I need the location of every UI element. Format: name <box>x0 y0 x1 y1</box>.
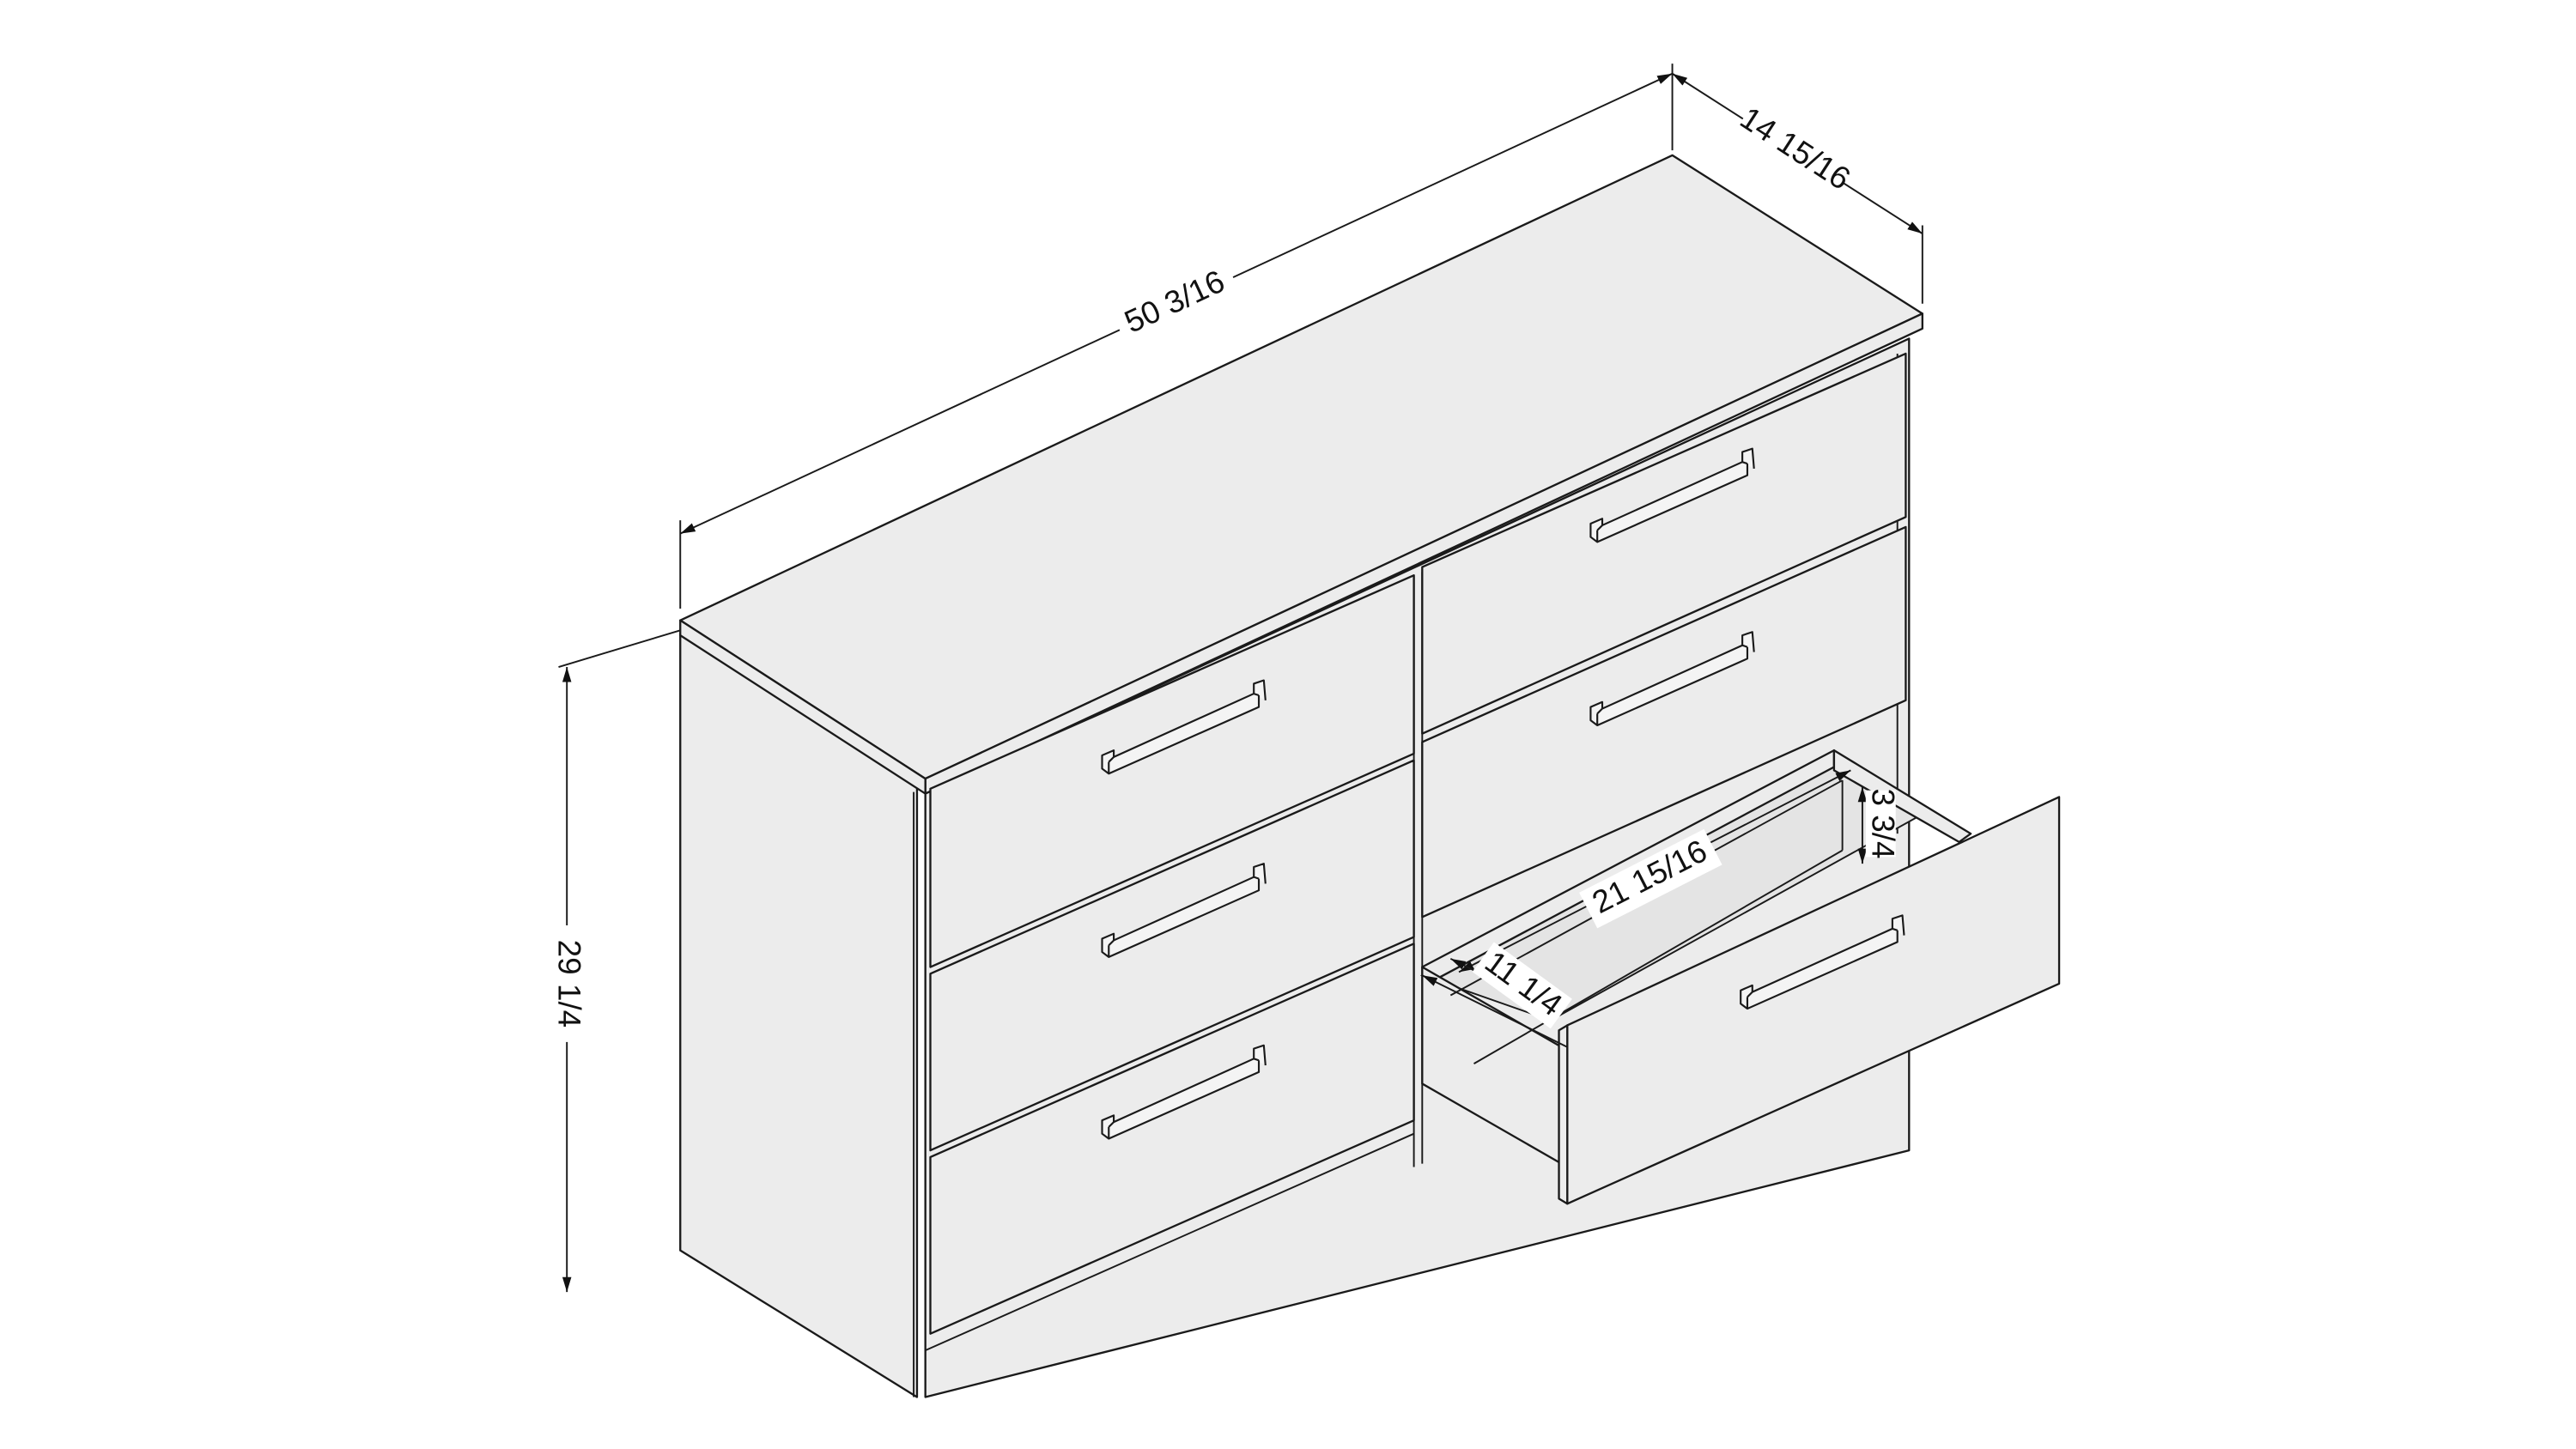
open-drawer-right-side <box>1832 749 1972 844</box>
depth-label: 14 15/16 <box>1734 100 1856 197</box>
left-drawer-2[interactable] <box>929 759 1415 1152</box>
left-drawer-1[interactable] <box>929 574 1415 968</box>
right-drawer-1[interactable] <box>1421 352 1907 735</box>
height-dimension: 29 1/4 <box>546 629 681 1293</box>
drawer-handle[interactable] <box>1101 863 1267 958</box>
drawer-handle[interactable] <box>1101 1044 1267 1140</box>
left-drawer-3[interactable] <box>929 943 1415 1335</box>
width-label: 50 3/16 <box>1119 264 1230 340</box>
drawer-handle[interactable] <box>1101 679 1267 775</box>
drawer-height-dimension: 3 3/4 <box>1857 786 1901 864</box>
height-label: 29 1/4 <box>551 940 586 1028</box>
drawer-handle[interactable] <box>1589 631 1755 727</box>
drawer-height-label: 3 3/4 <box>1866 789 1901 859</box>
